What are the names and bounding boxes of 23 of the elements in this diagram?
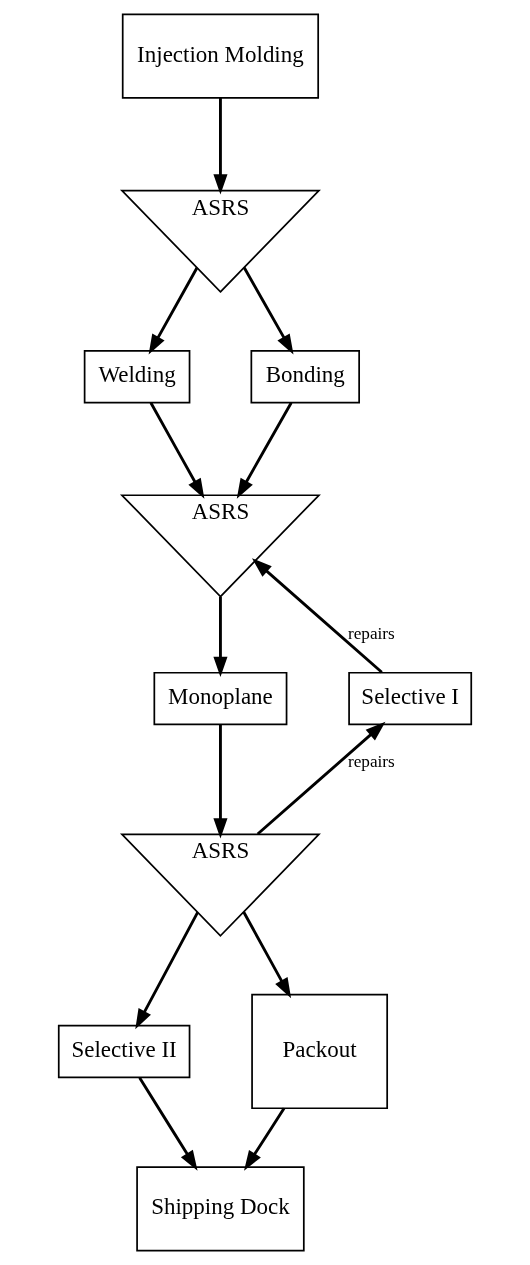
arrow <box>148 267 199 355</box>
arrow <box>213 724 228 839</box>
node-box: Bonding <box>250 349 360 404</box>
node-box: Shipping Dock <box>136 1166 305 1252</box>
node-box: Monoplane <box>153 671 288 726</box>
arrow <box>244 1107 286 1171</box>
arrow <box>213 596 228 677</box>
arrow <box>213 98 228 195</box>
arrow <box>242 911 292 999</box>
arrow <box>243 267 294 355</box>
node-box: Injection Molding <box>121 13 320 99</box>
node-box: Selective II <box>57 1024 191 1079</box>
arrow <box>251 558 383 674</box>
arrow <box>135 911 199 1030</box>
node-box: Welding <box>83 349 191 404</box>
arrow <box>138 1076 198 1171</box>
arrow <box>256 721 386 836</box>
node-box: Packout <box>251 993 389 1110</box>
arrow <box>236 402 293 499</box>
arrow <box>149 402 205 499</box>
edge-label: repairs <box>347 624 395 644</box>
edge-label: repairs <box>347 752 395 772</box>
node-box: Selective I <box>348 671 473 726</box>
